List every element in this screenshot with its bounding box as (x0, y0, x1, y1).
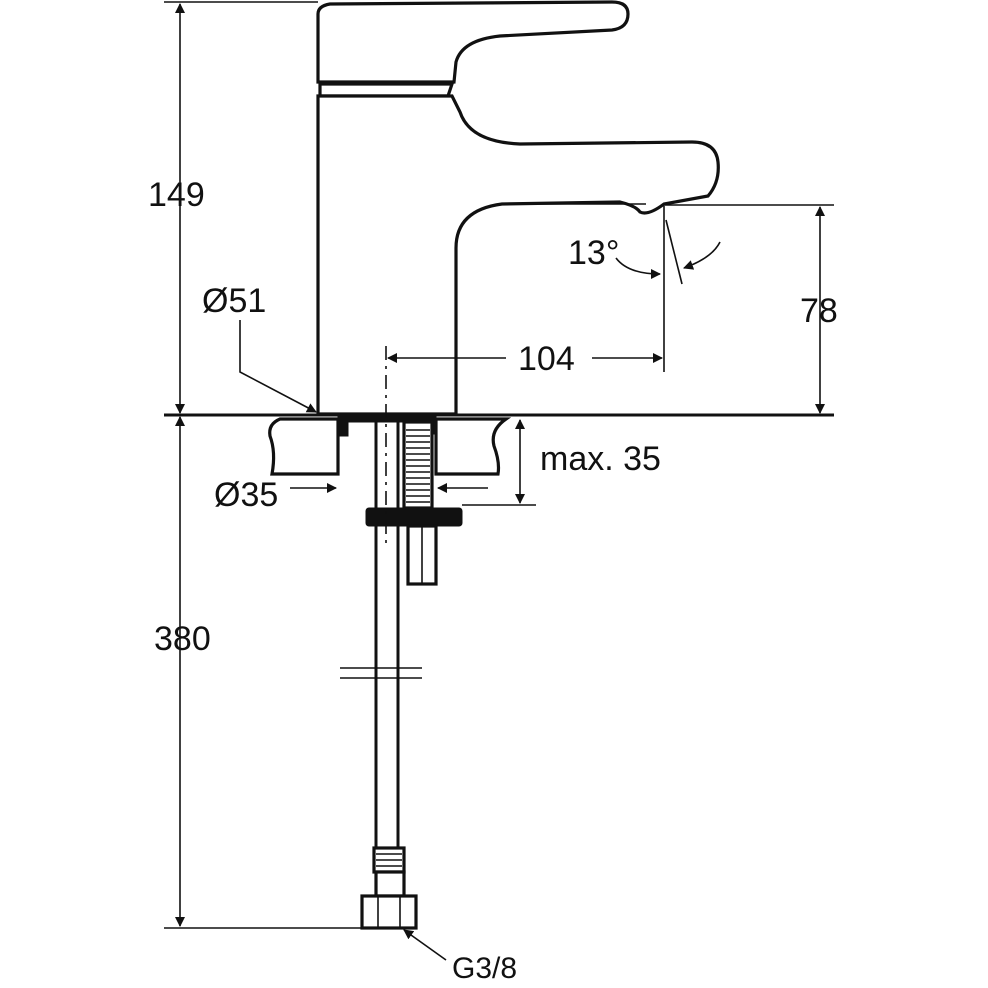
label-hole-diameter: Ø35 (214, 476, 278, 514)
lever-handle (316, 0, 630, 84)
label-spout-angle: 13° (568, 234, 619, 272)
cartridge-collar (318, 82, 455, 98)
label-height-total: 149 (148, 176, 205, 214)
label-hose-length: 380 (154, 620, 211, 658)
label-spout-reach: 104 (518, 340, 575, 378)
faucet-body (316, 0, 720, 416)
faucet-column-spout (316, 94, 720, 416)
mounting-kit (340, 420, 463, 930)
label-max-thickness: max. 35 (540, 440, 661, 478)
dimension-lines (164, 1, 834, 961)
label-spout-height: 78 (800, 292, 838, 330)
label-connection: G3/8 (452, 952, 517, 985)
countertop (164, 413, 834, 476)
label-base-diameter: Ø51 (202, 282, 266, 320)
